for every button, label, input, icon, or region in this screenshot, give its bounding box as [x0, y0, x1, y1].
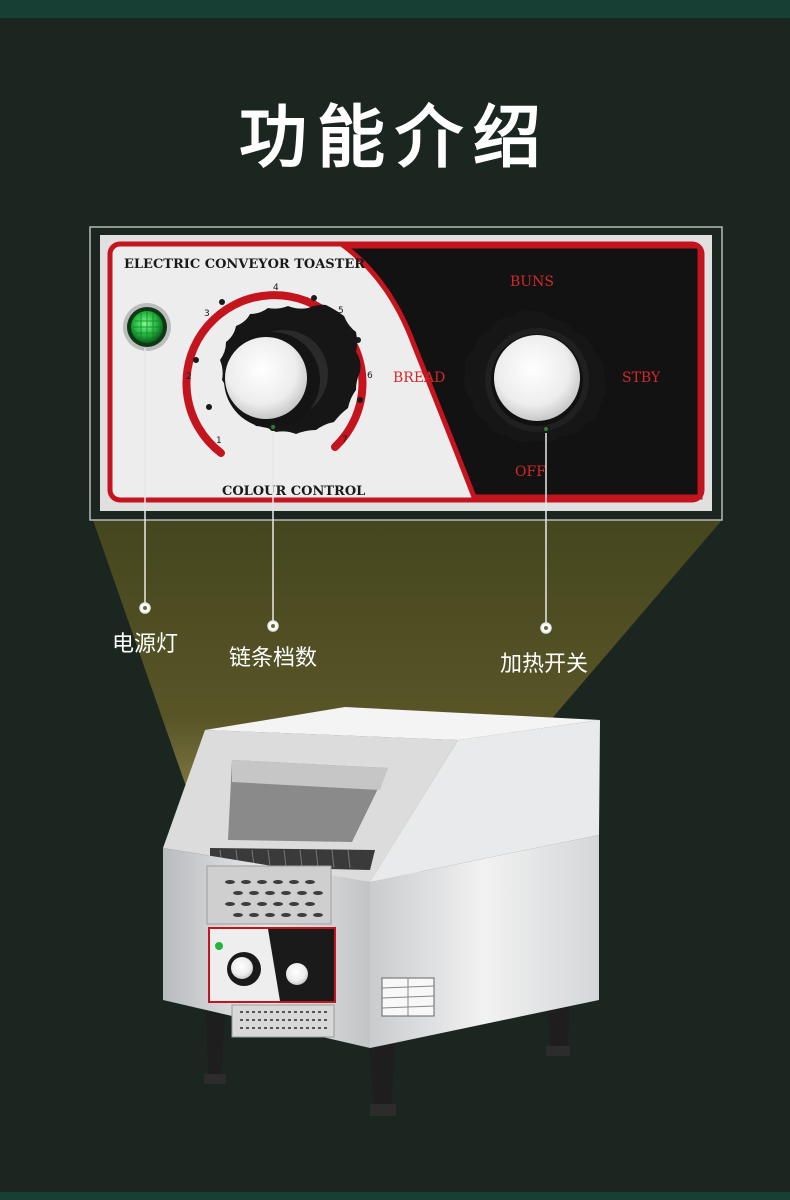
- leg-front-left: [205, 1000, 226, 1082]
- toaster-product: [163, 707, 600, 1116]
- top-band: [0, 0, 790, 18]
- page-title: 功能介绍: [238, 99, 551, 178]
- callout-power-light: 电源灯: [112, 632, 179, 657]
- dial-number-6: 6: [367, 371, 373, 381]
- switch-label-buns: BUNS: [510, 274, 554, 290]
- bottom-band: [0, 1192, 790, 1200]
- switch-label-off: OFF: [515, 464, 546, 480]
- heat-switch-dial: BUNS BREAD STBY OFF: [393, 274, 661, 480]
- dial-number-3: 3: [204, 309, 210, 319]
- brand-label: ELECTRIC CONVEYOR TOASTER: [124, 257, 365, 272]
- control-panel-closeup: ELECTRIC CONVEYOR TOASTER COLOUR CONTROL: [89, 226, 723, 521]
- colour-control-dial: 1 2 3 4 5 6 7: [182, 283, 373, 457]
- dial-number-7: 7: [342, 435, 348, 445]
- switch-label-bread: BREAD: [393, 370, 445, 386]
- dial-number-5: 5: [338, 306, 344, 316]
- dial-number-1: 1: [216, 436, 222, 446]
- colour-control-label: COLOUR CONTROL: [222, 484, 365, 499]
- leg-front-right: [368, 1030, 396, 1112]
- dial-number-2: 2: [186, 372, 192, 382]
- toaster-top: [205, 707, 600, 740]
- dial-number-4: 4: [273, 283, 279, 293]
- callout-chain-speed: 链条档数: [229, 646, 318, 671]
- callout-heat-switch: 加热开关: [500, 652, 589, 677]
- switch-label-stby: STBY: [622, 370, 661, 386]
- colour-control-knob: [220, 304, 361, 434]
- power-indicator-light: [123, 303, 171, 351]
